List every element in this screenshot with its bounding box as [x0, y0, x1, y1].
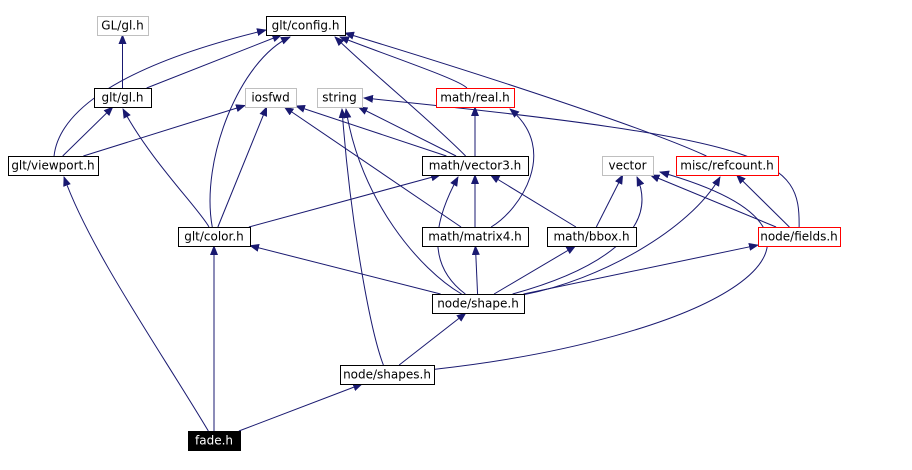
edge-math_bbox-to-math_vector3 — [489, 174, 577, 228]
edge-misc_refcount-to-glt_config — [344, 31, 707, 157]
node-glt_config[interactable]: glt/config.h — [266, 16, 346, 36]
node-misc_refcount[interactable]: misc/refcount.h — [676, 156, 779, 176]
node-math_matrix4[interactable]: math/matrix4.h — [422, 227, 529, 247]
edge-math_vector3-to-string — [357, 106, 457, 157]
node-box-node_fields — [758, 227, 841, 247]
edge-node_shapes-to-node_shape — [398, 312, 467, 366]
node-box-math_real — [436, 88, 515, 108]
node-box-misc_refcount — [676, 156, 779, 176]
edge-math_real-to-glt_config — [339, 36, 468, 89]
edge-glt_viewport-to-glt_gl — [62, 106, 114, 157]
edge-node_fields-to-misc_refcount — [735, 174, 790, 228]
node-box-gl_gl — [97, 16, 149, 36]
edge-node_shape-to-node_fields — [523, 242, 759, 295]
node-node_shapes[interactable]: node/shapes.h — [340, 365, 435, 385]
node-box-glt_config — [266, 16, 346, 36]
edge-glt_gl-to-glt_config — [146, 34, 283, 89]
edge-math_vector3-to-iosfwd — [295, 105, 447, 157]
node-label-node_fields: node/fields.h — [760, 230, 838, 244]
edge-node_shapes-to-string — [338, 108, 384, 366]
node-box-glt_gl — [94, 88, 152, 108]
node-label-fade: fade.h — [195, 434, 233, 448]
node-box-string — [317, 88, 363, 108]
node-box-vector — [602, 156, 654, 176]
node-label-misc_refcount: misc/refcount.h — [680, 159, 773, 173]
node-math_bbox[interactable]: math/bbox.h — [547, 227, 637, 247]
edge-glt_viewport-to-glt_config — [53, 28, 267, 157]
node-vector[interactable]: vector — [602, 156, 654, 176]
node-box-math_bbox — [547, 227, 637, 247]
node-math_vector3[interactable]: math/vector3.h — [422, 156, 529, 176]
edge-node_fields-to-string — [363, 94, 800, 228]
node-label-math_matrix4: math/matrix4.h — [428, 230, 522, 244]
node-glt_viewport[interactable]: glt/viewport.h — [8, 156, 99, 176]
node-box-math_vector3 — [422, 156, 529, 176]
node-label-math_real: math/real.h — [440, 91, 510, 105]
node-layer: GL/gl.h glt/config.h glt/gl.h iosfwd string m… — [8, 16, 841, 451]
node-box-glt_color — [178, 227, 251, 247]
edge-glt_color-to-iosfwd — [217, 106, 268, 228]
edge-node_shape-to-math_bbox — [493, 245, 577, 295]
edge-math_vector3-to-glt_config — [334, 36, 466, 157]
node-string[interactable]: string — [317, 88, 363, 108]
node-label-glt_viewport: glt/viewport.h — [11, 159, 94, 173]
node-label-string: string — [322, 91, 356, 105]
node-gl_gl[interactable]: GL/gl.h — [97, 16, 149, 36]
node-label-gl_gl: GL/gl.h — [101, 19, 143, 33]
node-glt_gl[interactable]: glt/gl.h — [94, 88, 152, 108]
node-label-vector: vector — [608, 159, 646, 173]
node-label-glt_config: glt/config.h — [272, 19, 340, 33]
node-math_real[interactable]: math/real.h — [436, 88, 515, 108]
edge-node_shape-to-glt_color — [249, 243, 441, 295]
node-label-node_shapes: node/shapes.h — [343, 368, 431, 382]
node-label-glt_gl: glt/gl.h — [101, 91, 143, 105]
node-box-fade — [188, 431, 241, 451]
edge-math_matrix4-to-iosfwd — [283, 106, 462, 228]
edge-node_shape-to-math_matrix4 — [471, 245, 480, 295]
node-iosfwd[interactable]: iosfwd — [245, 88, 297, 108]
edge-glt_color-to-glt_gl — [122, 108, 210, 228]
edge-node_fields-to-vector — [649, 174, 777, 228]
node-label-math_bbox: math/bbox.h — [553, 230, 629, 244]
edge-math_bbox-to-vector — [595, 174, 624, 228]
node-box-iosfwd — [245, 88, 297, 108]
edge-fade-to-node_shapes — [238, 383, 364, 432]
node-box-math_matrix4 — [422, 227, 529, 247]
node-box-glt_viewport — [8, 156, 99, 176]
edge-glt_viewport-to-iosfwd — [83, 104, 246, 157]
node-box-node_shape — [432, 294, 525, 314]
node-node_shape[interactable]: node/shape.h — [432, 294, 525, 314]
edge-fade-to-glt_viewport — [63, 176, 209, 432]
node-node_fields[interactable]: node/fields.h — [758, 227, 841, 247]
node-label-math_vector3: math/vector3.h — [429, 159, 522, 173]
node-label-iosfwd: iosfwd — [251, 91, 289, 105]
node-fade[interactable]: fade.h — [188, 431, 241, 451]
node-label-node_shape: node/shape.h — [437, 297, 519, 311]
node-box-node_shapes — [340, 365, 435, 385]
edge-glt_color-to-math_vector3 — [248, 173, 442, 228]
edge-math_matrix4-to-math_real — [490, 108, 535, 228]
node-glt_color[interactable]: glt/color.h — [178, 227, 251, 247]
edge-glt_color-to-glt_config — [209, 36, 291, 228]
node-label-glt_color: glt/color.h — [184, 230, 244, 244]
edge-node_shapes-to-vector — [433, 170, 768, 370]
edge-node_shape-to-string — [343, 108, 462, 295]
